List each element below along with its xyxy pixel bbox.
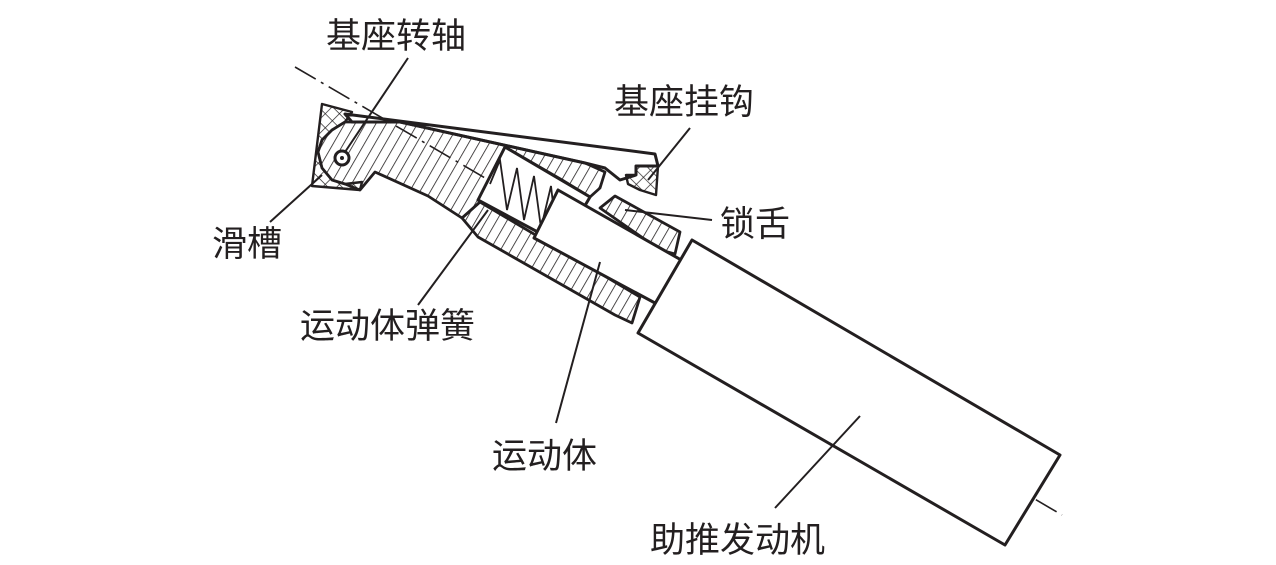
- leader-lock-tongue: [624, 209, 713, 221]
- leader-moving-body-spring: [417, 209, 489, 306]
- booster-motor-tube: [636, 238, 1062, 547]
- label-moving-body-spring: 运动体弹簧: [300, 307, 475, 347]
- label-slide-groove: 滑槽: [212, 225, 282, 265]
- base-pivot-center: [340, 156, 344, 160]
- leader-moving-body: [555, 261, 601, 424]
- label-moving-body: 运动体: [492, 437, 597, 477]
- label-base-pivot: 基座转轴: [326, 17, 466, 57]
- leader-slide-groove: [269, 174, 323, 223]
- moving-assembly-body: [316, 120, 607, 220]
- leader-base-hook: [647, 127, 691, 181]
- base-hook-block: [624, 164, 660, 197]
- label-booster-motor: 助推发动机: [650, 521, 825, 561]
- leader-booster-motor: [774, 415, 861, 509]
- leader-base-pivot: [344, 57, 409, 153]
- label-lock-tongue: 锁舌: [720, 205, 790, 245]
- label-base-hook: 基座挂钩: [614, 83, 754, 123]
- moving-body-spring: [489, 156, 557, 231]
